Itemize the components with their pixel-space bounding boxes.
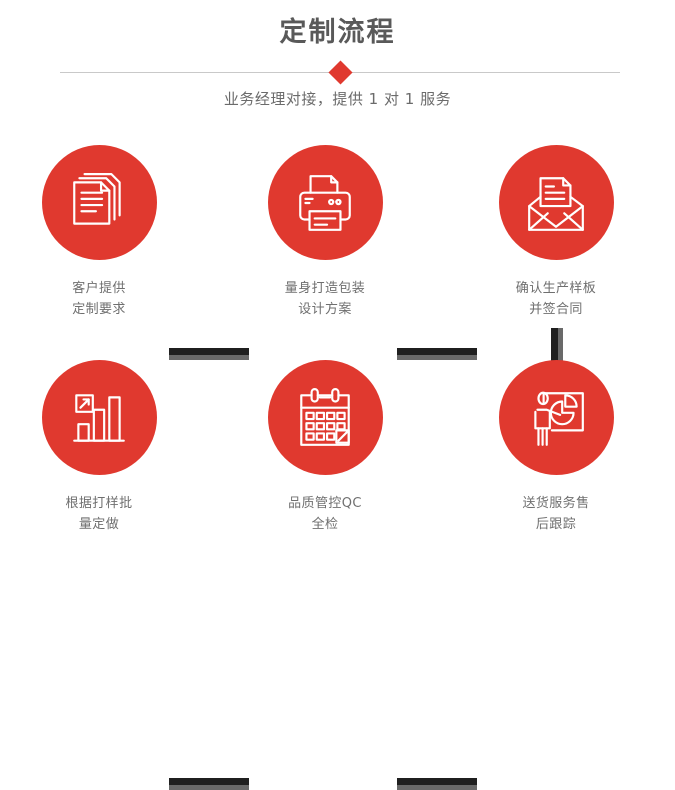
flow-step-4[interactable]: 根据打样批 量定做	[19, 360, 179, 535]
bar-chart-growth-icon	[73, 393, 125, 442]
connector-step1-step2	[169, 348, 249, 360]
connector-bar	[397, 348, 477, 355]
flow-step-2-label: 量身打造包装 设计方案	[284, 281, 366, 317]
connector-shadow	[397, 785, 477, 790]
page-title: 定制流程	[279, 17, 396, 48]
diamond-icon	[327, 59, 353, 85]
connector-step5-step6	[397, 778, 477, 790]
connector-step4-step5	[169, 778, 249, 790]
connector-shadow	[169, 785, 249, 790]
flow-step-4-label: 根据打样批 量定做	[65, 496, 133, 532]
flow-step-1-circle[interactable]	[41, 145, 157, 260]
connector-step2-step3	[397, 348, 477, 360]
flow-step-1-label: 客户提供 定制要求	[72, 281, 126, 317]
page-header: 定制流程 业务经理对接，提供 1 对 1 服务	[0, 0, 675, 130]
header-divider	[60, 59, 620, 85]
flow-step-3-circle[interactable]	[498, 145, 614, 260]
flow-step-4-circle[interactable]	[41, 360, 157, 475]
connector-bar	[169, 348, 249, 355]
connector-shadow	[558, 328, 563, 372]
connector-bar	[551, 328, 558, 372]
flow-step-5-circle[interactable]	[267, 360, 383, 475]
presenter-piechart-icon	[534, 391, 584, 446]
flow-step-2-circle[interactable]	[267, 145, 383, 260]
envelope-document-icon	[528, 176, 584, 231]
flow-step-5-label: 品质管控QC 全检	[288, 496, 362, 532]
flow-row-bottom: 根据打样批 量定做	[0, 360, 675, 790]
connector-shadow	[397, 355, 477, 360]
printer-icon	[299, 174, 351, 231]
flow-step-1[interactable]: 客户提供 定制要求	[19, 145, 179, 320]
flow-step-3-label: 确认生产样板 并签合同	[515, 281, 597, 317]
page-subtitle: 业务经理对接，提供 1 对 1 服务	[223, 90, 452, 108]
connector-bar	[397, 778, 477, 785]
connector-step3-step6	[551, 328, 563, 372]
connector-shadow	[169, 355, 249, 360]
flow-step-3[interactable]: 确认生产样板 并签合同	[476, 145, 636, 320]
documents-stack-icon	[73, 172, 121, 225]
flow-step-2[interactable]: 量身打造包装 设计方案	[245, 145, 405, 320]
flow-step-6-circle[interactable]	[498, 360, 614, 475]
calendar-checked-icon	[300, 387, 350, 446]
flow-step-6-label: 送货服务售 后跟踪	[522, 496, 590, 532]
flow-step-5[interactable]: 品质管控QC 全检	[245, 360, 405, 535]
connector-bar	[169, 778, 249, 785]
flow-step-6[interactable]: 送货服务售 后跟踪	[476, 360, 636, 535]
flow-row-top: 客户提供 定制要求 量身打造包装 设计方案	[0, 145, 675, 360]
